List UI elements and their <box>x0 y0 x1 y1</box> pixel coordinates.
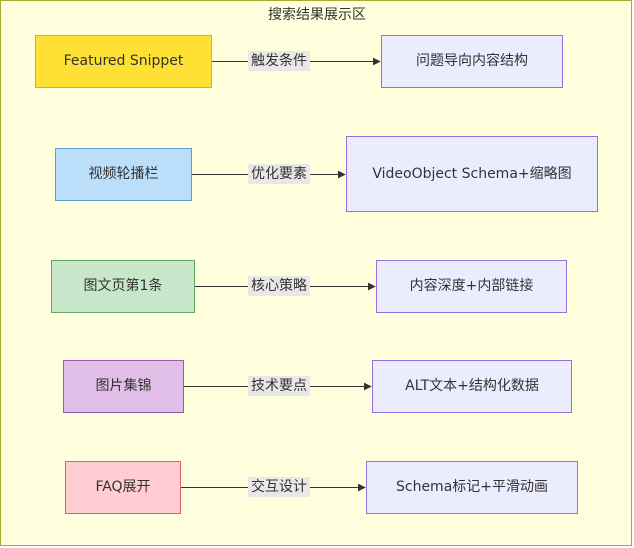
source-node-faq-expansion: FAQ展开 <box>65 461 181 514</box>
diagram-title: 搜索结果展示区 <box>268 7 366 23</box>
target-node-videoobject-schema: VideoObject Schema+缩略图 <box>346 136 598 212</box>
target-node-content-depth-internal-links: 内容深度+内部链接 <box>376 260 567 313</box>
edge-label-optimization-factors: 优化要素 <box>248 164 310 184</box>
edge-label-technical-points: 技术要点 <box>248 376 310 396</box>
target-node-schema-smooth-animation: Schema标记+平滑动画 <box>366 461 578 514</box>
edge-label-interaction-design: 交互设计 <box>248 477 310 497</box>
edge-label-core-strategy: 核心策略 <box>248 276 310 296</box>
target-node-alt-text-structured-data: ALT文本+结构化数据 <box>372 360 572 413</box>
source-node-featured-snippet: Featured Snippet <box>35 35 212 88</box>
target-node-question-oriented-structure: 问题导向内容结构 <box>381 35 563 88</box>
source-node-image-pack: 图片集锦 <box>63 360 184 413</box>
source-node-first-article-result: 图文页第1条 <box>51 260 195 313</box>
edge-label-trigger-conditions: 触发条件 <box>248 51 310 71</box>
source-node-video-carousel: 视频轮播栏 <box>55 148 192 201</box>
